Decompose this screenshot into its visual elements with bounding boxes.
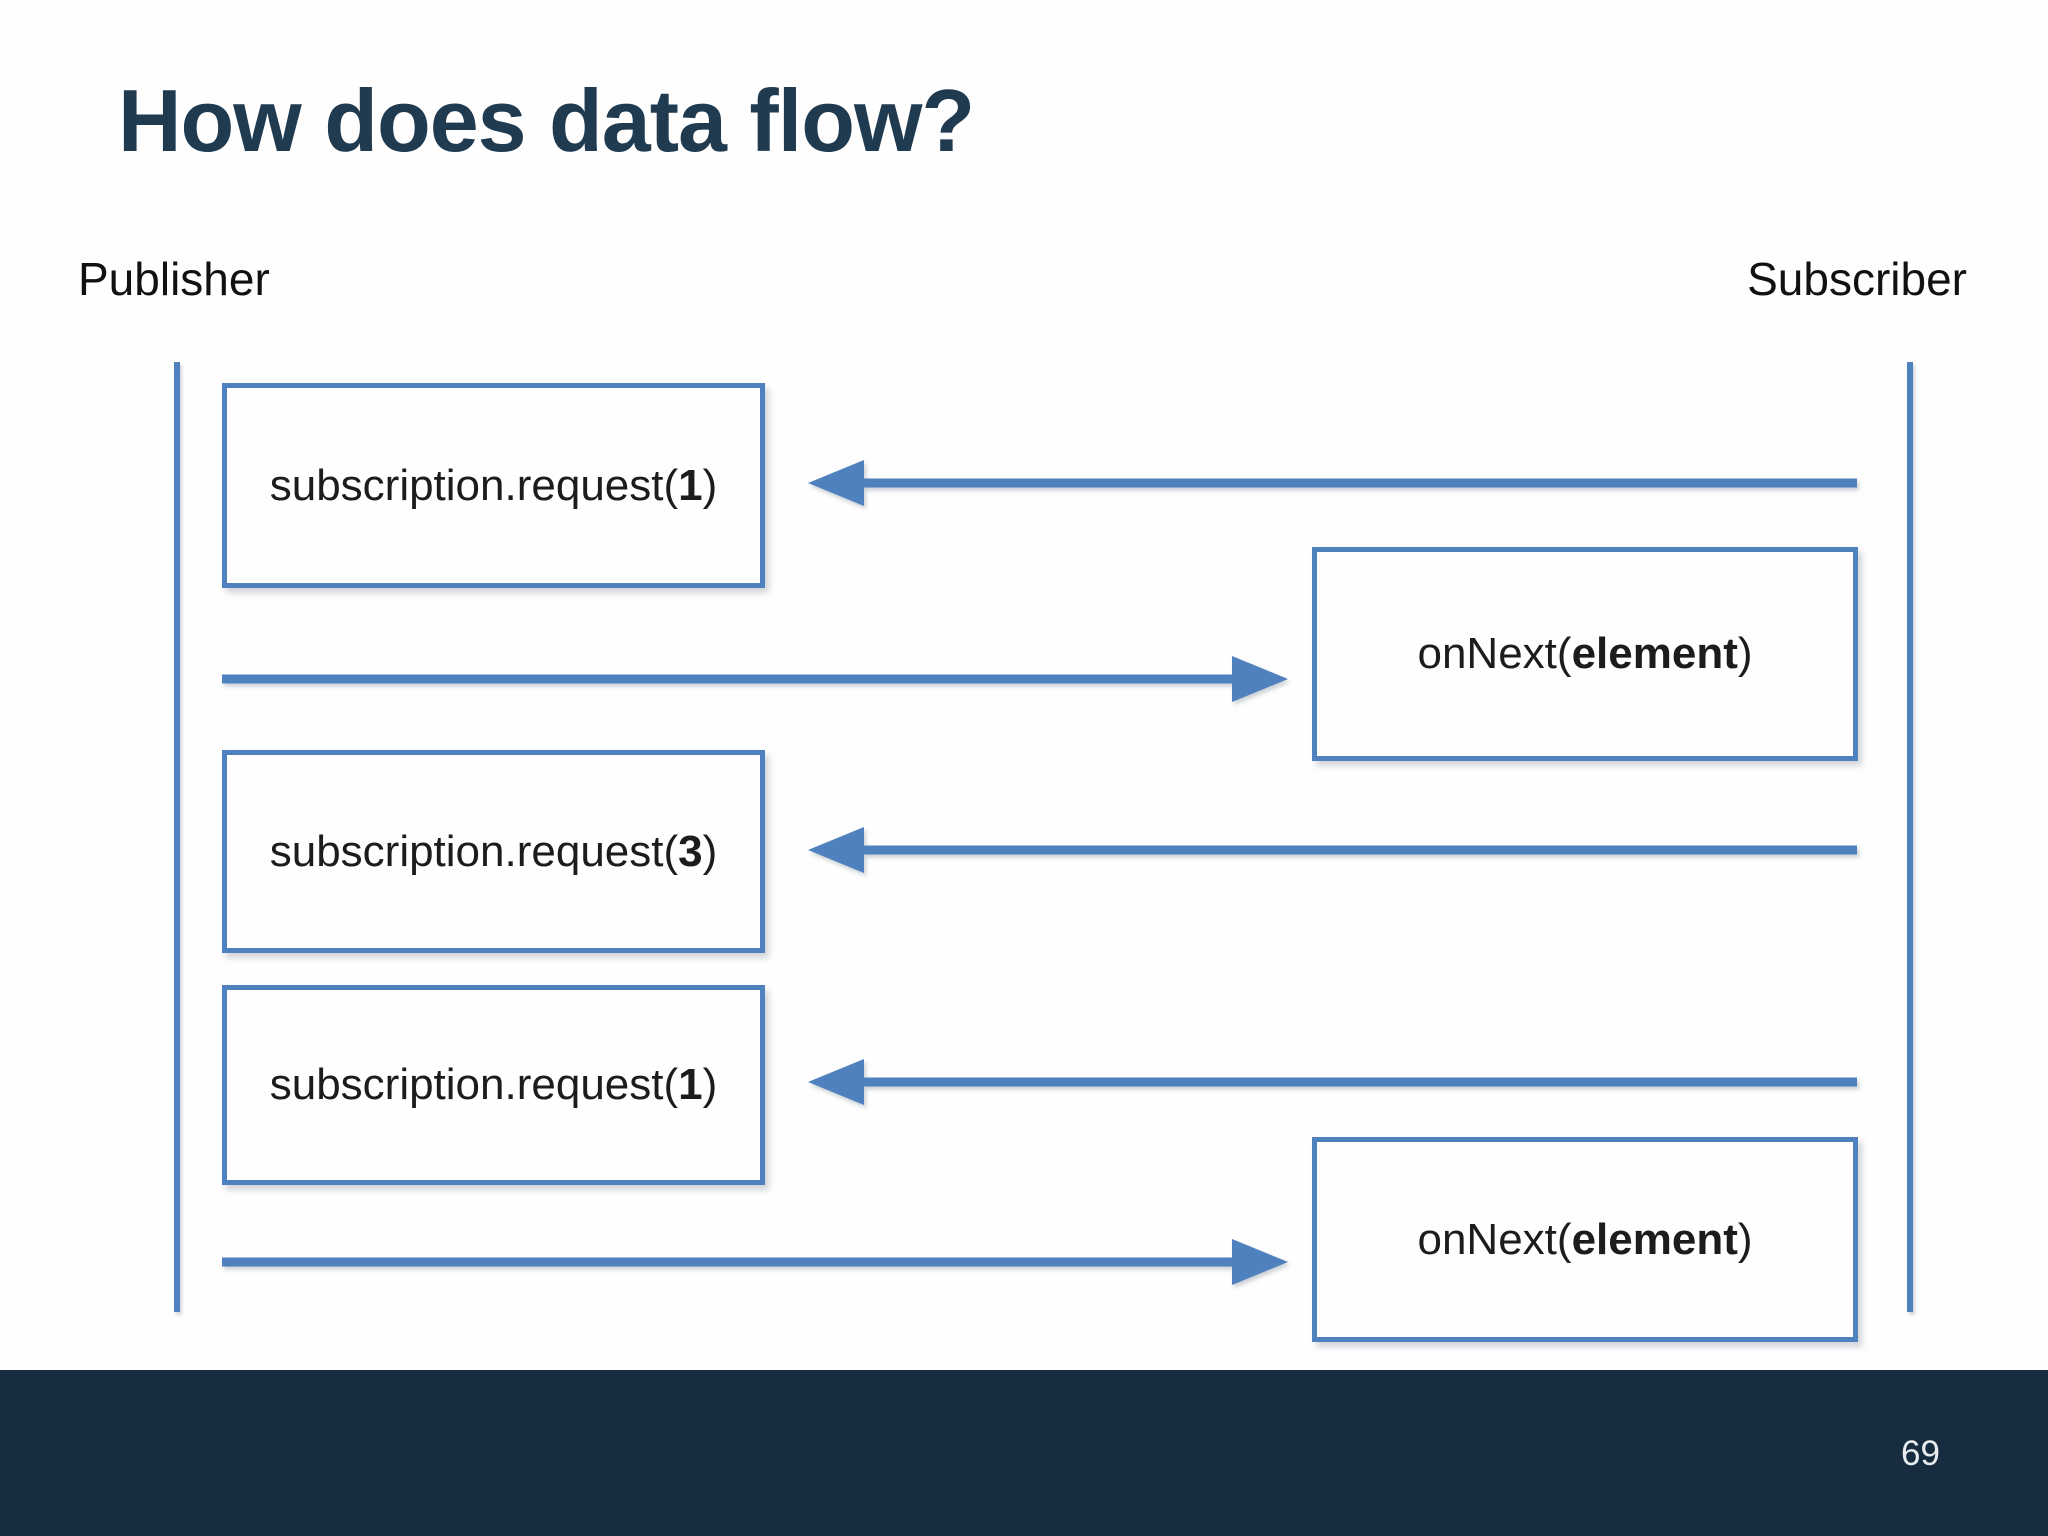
subscriber-label: Subscriber [1747,253,1967,305]
arrowhead-right-icon [1232,1239,1288,1285]
onnext-arrow-2 [222,1239,1288,1285]
page-number: 69 [1901,1434,1940,1473]
subscriber-lifeline [1907,362,1913,1312]
request-box-3: subscription.request(1) [222,985,765,1185]
request-arrow-1 [808,460,1857,506]
request-box-2-label: subscription.request(3) [269,826,718,876]
arrowhead-right-icon [1232,656,1288,702]
onnext-box-2: onNext(element) [1312,1137,1858,1342]
publisher-lifeline [174,362,180,1312]
request-arrow-2 [808,827,1857,873]
arrowhead-left-icon [808,460,864,506]
request-box-1: subscription.request(1) [222,383,765,588]
onnext-box-2-label: onNext(element) [1417,1214,1753,1264]
footer-bar [0,1370,2048,1536]
arrowhead-left-icon [808,1059,864,1105]
onnext-box-1-label: onNext(element) [1417,629,1753,678]
request-box-1-label: subscription.request(1) [269,460,718,510]
onnext-box-1: onNext(element) [1312,547,1858,761]
request-arrow-3 [808,1059,1857,1105]
publisher-label: Publisher [78,253,270,305]
request-box-2: subscription.request(3) [222,750,765,953]
slide-title: How does data flow? [118,71,975,170]
request-box-3-label: subscription.request(1) [269,1060,718,1109]
onnext-arrow-1 [222,656,1288,702]
arrowhead-left-icon [808,827,864,873]
